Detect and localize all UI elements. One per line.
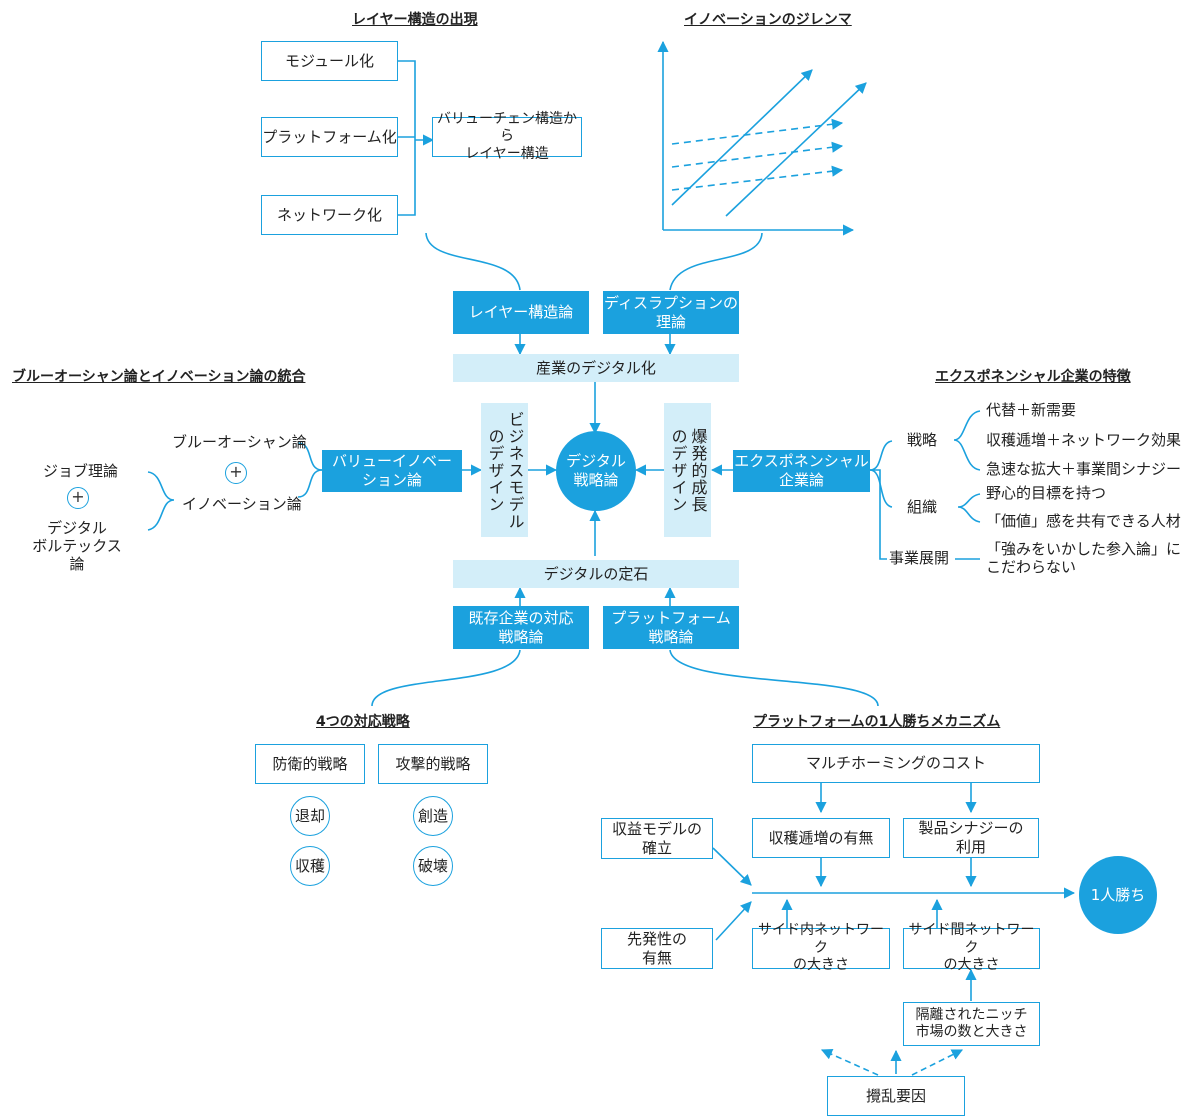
- harvest-circle: 収穫: [290, 846, 330, 886]
- layer-theory-box: レイヤー構造論: [453, 291, 589, 334]
- curve-dilemma: [669, 232, 763, 291]
- disruption-theory-box: ディスラプションの 理論: [603, 291, 739, 334]
- strategy-item: 収穫逓増＋ネットワーク効果: [986, 431, 1182, 449]
- retreat-circle: 退却: [290, 796, 330, 836]
- winner-takes-all-circle: 1人勝ち: [1079, 856, 1157, 934]
- product-synergy-box: 製品シナジーの 利用: [903, 818, 1039, 858]
- dilemma-line-2: [725, 82, 867, 217]
- innovation-theory-label: イノベーション論: [182, 495, 302, 513]
- incumbent-strategy-box: 既存企業の対応 戦略論: [453, 606, 589, 649]
- blue-ocean-label: ブルーオーシャン論: [172, 433, 307, 451]
- disruption-factor-box: 攪乱要因: [827, 1076, 965, 1116]
- business-model-design-bar: ビジネスモデル のデザイン: [481, 403, 528, 537]
- curve-platform: [669, 649, 879, 707]
- job-theory-label: ジョブ理論: [43, 462, 119, 480]
- plus-icon: +: [67, 487, 89, 509]
- digital-standard-bar: デジタルの定石: [453, 560, 739, 588]
- heading-exponential-features: エクスポネンシャル企業の特徴: [935, 369, 1131, 385]
- modularization-box: モジュール化: [261, 41, 398, 81]
- isolated-niche-box: 隔離されたニッチ 市場の数と大きさ: [903, 1002, 1040, 1046]
- revenue-model-box: 収益モデルの 確立: [601, 818, 713, 859]
- inter-side-network-box: サイド間ネットワーク の大きさ: [903, 922, 1040, 973]
- org-item: 野心的目標を持つ: [986, 484, 1107, 502]
- intra-side-network-box: サイド内ネットワーク の大きさ: [752, 922, 890, 973]
- left-brace: [147, 471, 175, 531]
- heading-innovation-dilemma: イノベーションのジレンマ: [684, 12, 852, 28]
- curve-layer: [425, 232, 521, 291]
- digital-vortex-label: デジタル ボルテックス論: [32, 519, 122, 573]
- strategy-brace: [953, 410, 981, 471]
- create-circle: 創造: [413, 796, 453, 836]
- business-development-label: 事業展開: [889, 549, 950, 567]
- dilemma-dash-2: [671, 141, 844, 168]
- plus-icon: +: [225, 462, 247, 484]
- layer-result-box: バリューチェン構造から レイヤー構造: [432, 111, 582, 162]
- strategy-item: 急速な拡大＋事業間シナジー: [986, 460, 1182, 478]
- digital-strategy-core: デジタル 戦略論: [556, 431, 636, 511]
- offensive-strategy-box: 攻撃的戦略: [378, 744, 488, 784]
- platform-strategy-box: プラットフォーム 戦略論: [603, 606, 739, 649]
- heading-four-strategies: 4つの対応戦略: [316, 714, 410, 730]
- dilemma-line-1: [671, 69, 813, 206]
- first-mover-box: 先発性の 有無: [601, 928, 713, 969]
- industry-digitalization-bar: 産業のデジタル化: [453, 354, 739, 382]
- growth-design-bar: 爆発的成長 のデザイン: [664, 403, 711, 537]
- dilemma-dash-3: [671, 165, 844, 191]
- value-innovation-box: バリューイノベー ション論: [322, 450, 462, 492]
- organization-label: 組織: [907, 498, 938, 516]
- dilemma-dash-1: [671, 118, 844, 145]
- destroy-circle: 破壊: [413, 846, 453, 886]
- strategy-item: 代替＋新需要: [986, 401, 1077, 419]
- platformization-box: プラットフォーム化: [261, 117, 398, 157]
- multihoming-cost-box: マルチホーミングのコスト: [752, 744, 1040, 783]
- org-item: 「価値」感を共有できる人材: [986, 512, 1181, 530]
- strategy-label: 戦略: [907, 431, 938, 449]
- exponential-company-box: エクスポネンシャル 企業論: [733, 450, 870, 492]
- heading-blue-ocean-integration: ブルーオーシャン論とイノベーション論の統合: [12, 369, 306, 385]
- heading-platform-winner: プラットフォームの1人勝ちメカニズム: [753, 714, 1001, 730]
- business-development-item: 「強みをいかした参入論」に こだわらない: [986, 540, 1182, 576]
- defensive-strategy-box: 防衛的戦略: [255, 744, 365, 784]
- layer-bracket-line: [398, 60, 416, 216]
- curve-four: [371, 649, 521, 707]
- increasing-returns-box: 収穫逓増の有無: [752, 818, 890, 858]
- heading-layer-emergence: レイヤー構造の出現: [352, 12, 478, 28]
- networking-box: ネットワーク化: [261, 195, 398, 235]
- org-brace: [957, 493, 981, 523]
